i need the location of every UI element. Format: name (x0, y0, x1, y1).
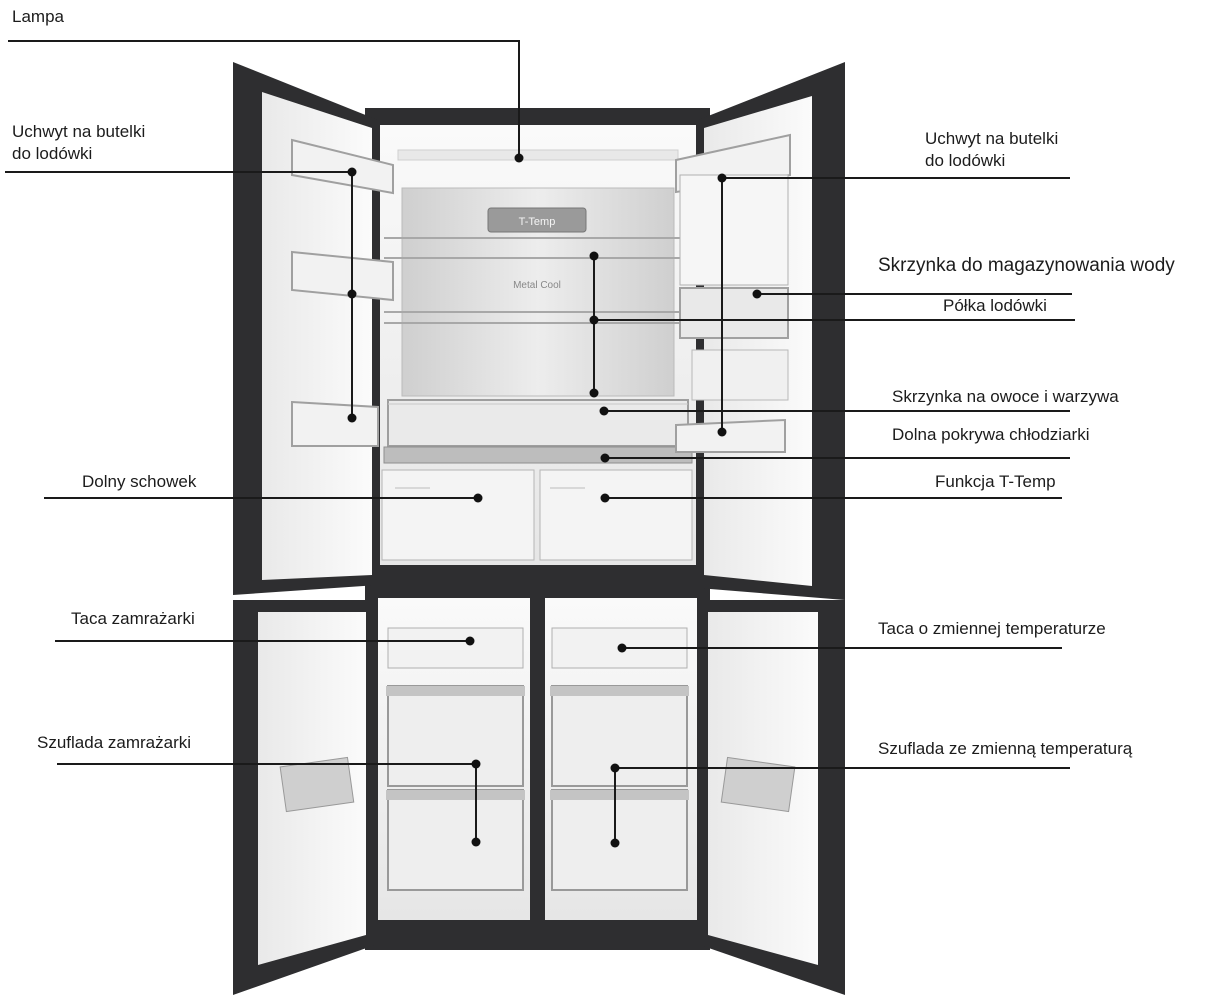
label-t-temp: Funkcja T-Temp (935, 471, 1056, 493)
label-water-box: Skrzynka do magazynowania wody (878, 255, 1175, 277)
lower-right-door (700, 600, 845, 995)
label-lower-storage: Dolny schowek (82, 471, 196, 493)
label-bottle-holder-right: Uchwyt na butelki do lodówki (925, 128, 1058, 172)
label-lampa: Lampa (12, 6, 64, 28)
label-freezer-tray: Taca zamrażarki (71, 608, 195, 630)
label-variable-tray: Taca o zmiennej temperaturze (878, 618, 1106, 640)
label-lower-cover: Dolna pokrywa chłodziarki (892, 424, 1089, 446)
label-crisper: Skrzynka na owoce i warzywa (892, 386, 1119, 408)
label-variable-drawer: Szuflada ze zmienną temperaturą (878, 738, 1132, 760)
label-fridge-shelf: Półka lodówki (943, 295, 1047, 317)
label-bottle-holder-left: Uchwyt na butelki do lodówki (12, 121, 145, 165)
upper-left-door (233, 62, 393, 595)
upper-right-door (676, 62, 845, 600)
display-text: T-Temp (519, 216, 556, 228)
cabinet-body: T-Temp Metal Cool (365, 108, 710, 950)
lower-left-door (233, 600, 375, 995)
label-freezer-drawer: Szuflada zamrażarki (37, 732, 191, 754)
metal-cool-text: Metal Cool (513, 280, 561, 291)
